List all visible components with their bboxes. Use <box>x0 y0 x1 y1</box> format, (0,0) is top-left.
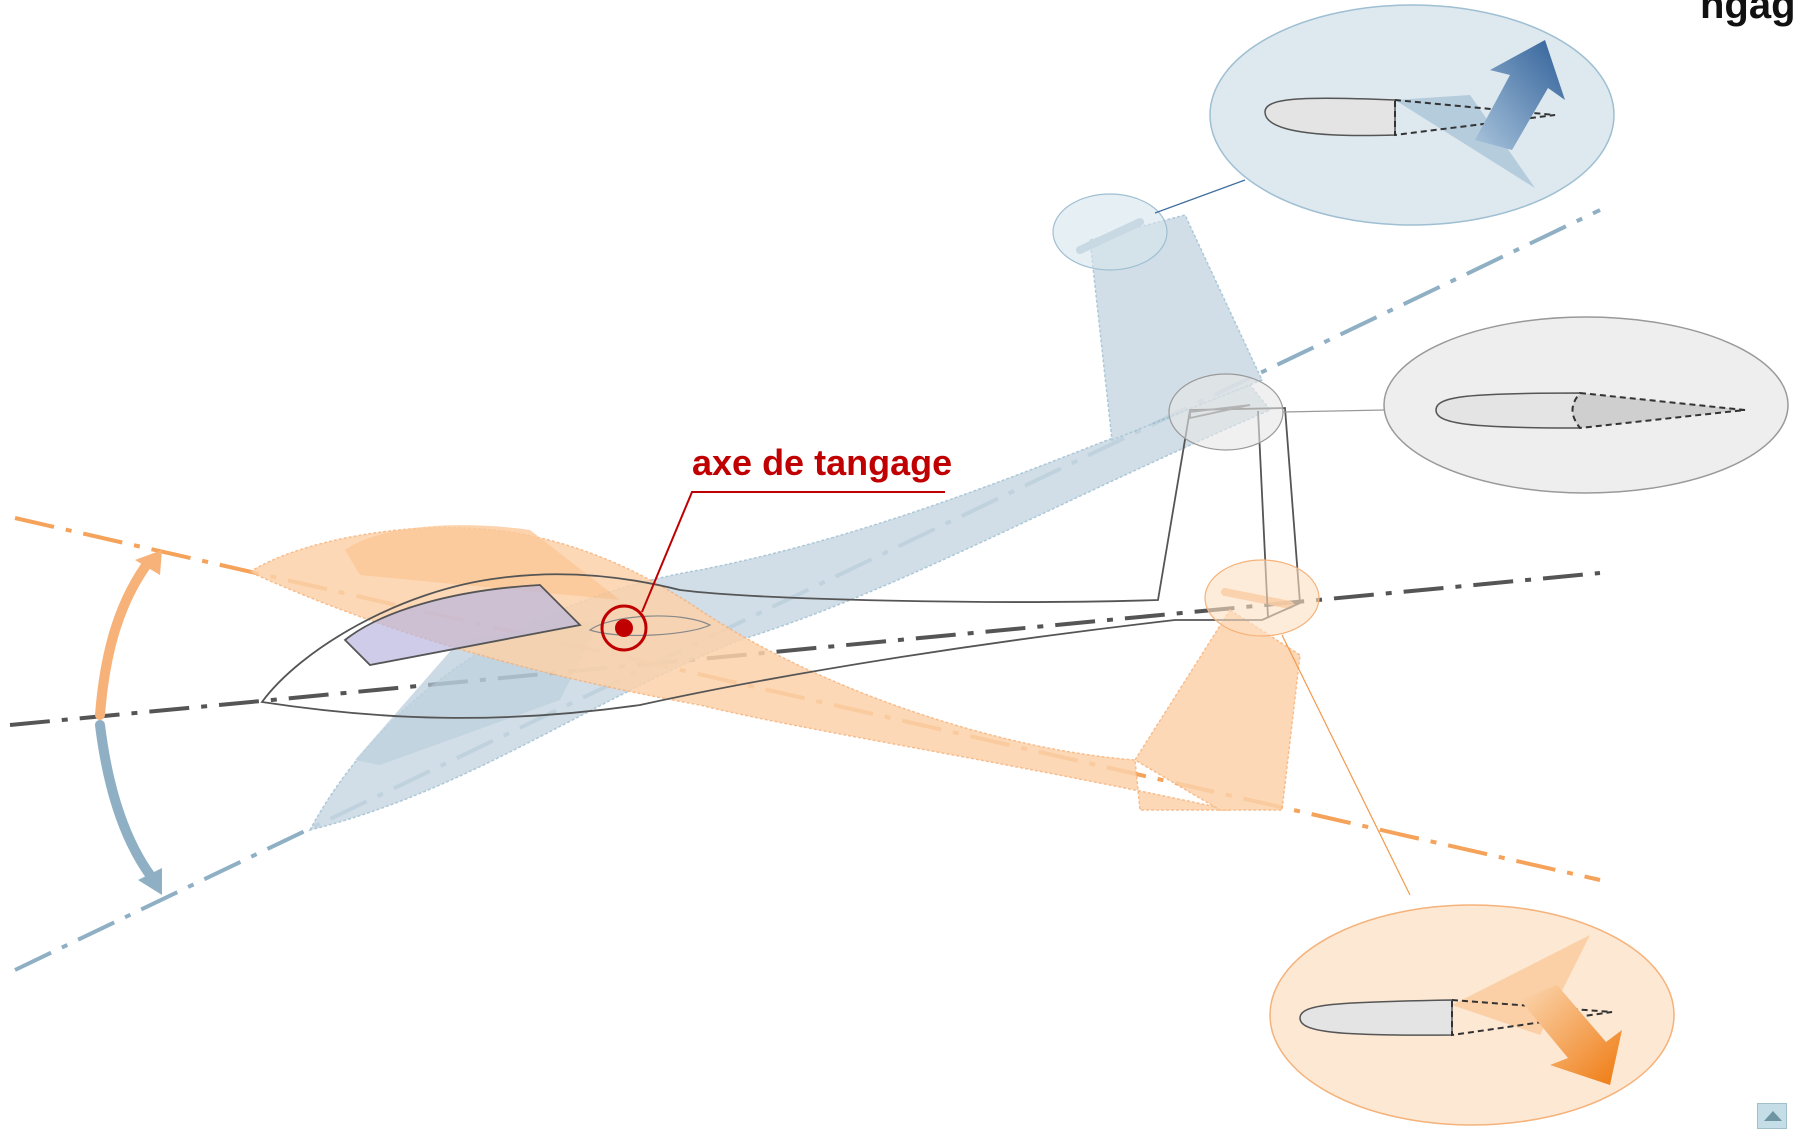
cg-outer-ring <box>600 604 648 652</box>
orange-arrow-down-icon <box>1520 985 1622 1085</box>
blue-neutral-elevator-dashed <box>1394 98 1556 137</box>
neutral-longitudinal-axis <box>9 571 1601 727</box>
nose-down-axis <box>14 516 1601 882</box>
orange-tail-focus <box>1204 559 1320 637</box>
orange-fin <box>1133 608 1301 811</box>
cg-dot <box>615 619 633 637</box>
orange-deflected-elevator <box>1452 935 1590 1035</box>
tail-focus-circles <box>1052 193 1320 637</box>
detail-bubble-elevator-up <box>1209 4 1615 226</box>
nose-down-curved-arrow <box>95 555 155 720</box>
neutral-fuselage-outline <box>260 407 1301 719</box>
neutral-tail-focus <box>1168 373 1284 451</box>
neutral-stab-profile-large <box>1435 392 1581 429</box>
title-fragment: ngage <box>1700 0 1793 27</box>
blue-tail-focus <box>1052 193 1168 271</box>
triangle-up-icon <box>1764 1111 1782 1121</box>
scroll-up-button[interactable] <box>1757 1103 1787 1129</box>
orange-connector <box>1281 634 1411 896</box>
detail-bubble-elevator-neutral <box>1383 316 1789 494</box>
pitch-axis-leader-line <box>641 491 945 613</box>
blue-stab-profile <box>1264 97 1396 137</box>
orange-canopy-top <box>345 525 620 600</box>
nose-up-arrowhead-icon <box>138 868 162 895</box>
detail-bubble-elevator-down <box>1269 904 1675 1126</box>
nose-up-curved-arrow <box>95 720 155 880</box>
blue-deflected-elevator <box>1395 95 1535 188</box>
blue-connector <box>1154 179 1246 214</box>
glider-nose-up-silhouette <box>308 214 1272 832</box>
neutral-elevator-dashed <box>1571 391 1746 430</box>
neutral-connector <box>1282 409 1386 413</box>
blue-arrow-up-icon <box>1475 40 1565 150</box>
orange-stab-profile <box>1299 999 1453 1036</box>
nose-down-arrowhead-icon <box>135 550 162 575</box>
pitch-angle-arrows <box>95 550 162 895</box>
pitch-axis-label: axe de tangage <box>692 442 952 483</box>
pitch-axis-marker: axe de tangage <box>600 442 952 652</box>
neutral-canopy <box>343 584 582 666</box>
